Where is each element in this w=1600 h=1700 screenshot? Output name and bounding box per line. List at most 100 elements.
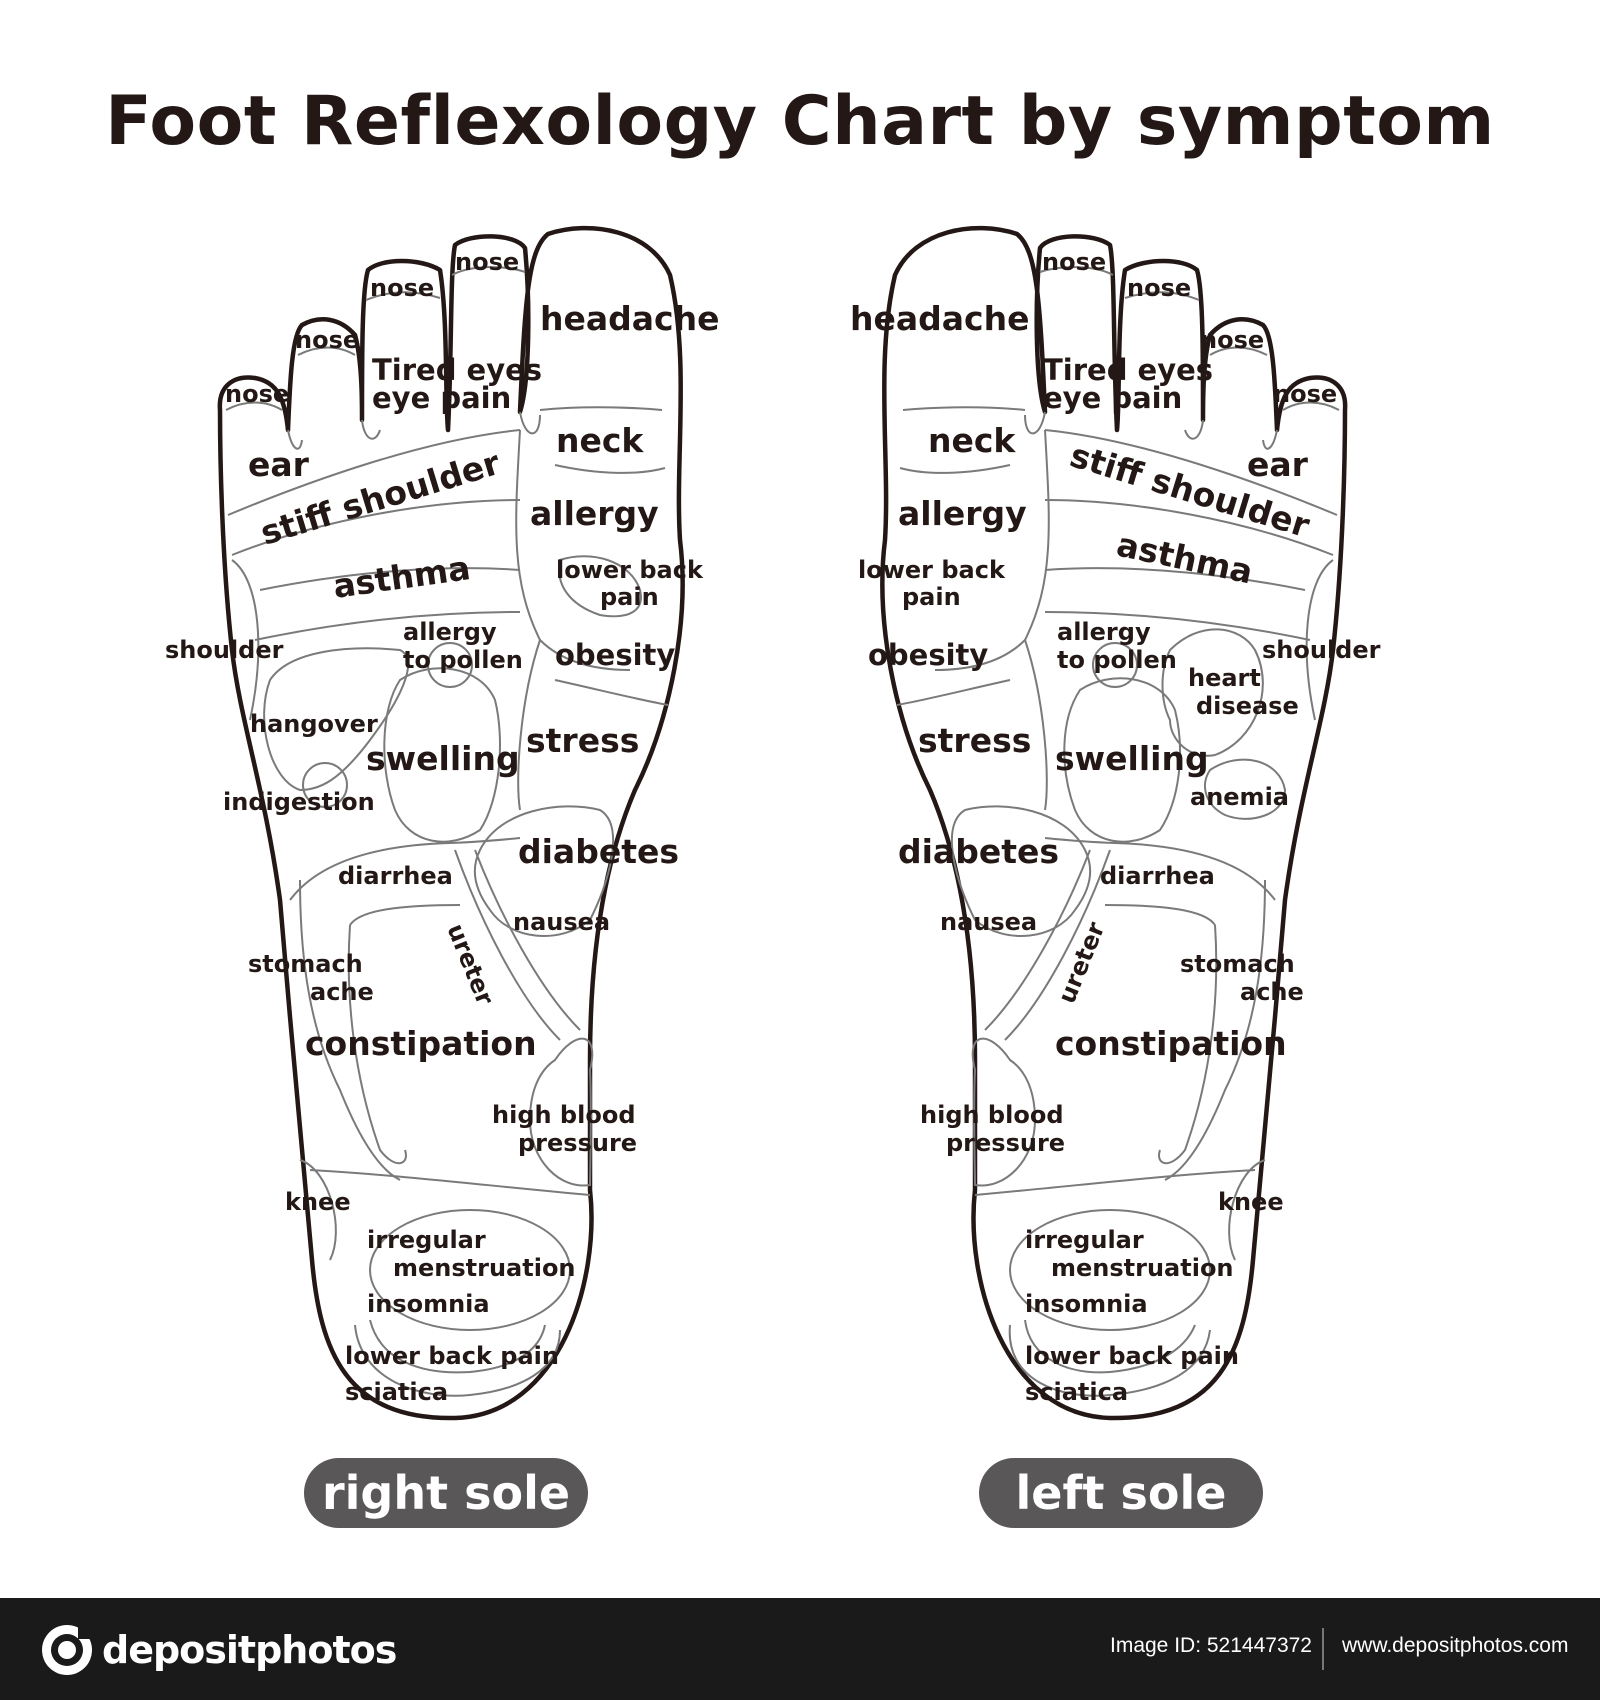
left-label-headache: headache (850, 299, 1029, 338)
left-label-heart-2: disease (1196, 692, 1299, 720)
right-label-pollen-1: allergy (403, 618, 497, 646)
right-label-headache: headache (540, 299, 719, 338)
left-obesity-line-2 (896, 679, 1011, 706)
right-colon-inner-2 (347, 924, 407, 1165)
right-label-diarrhea: diarrhea (338, 862, 453, 890)
left-label-nose-4: nose (1273, 380, 1337, 408)
left-label-allergy: allergy (898, 494, 1027, 533)
right-menstruation-zone (369, 1209, 571, 1331)
left-colon-upper (1164, 879, 1266, 1181)
right-toe-gap-1 (287, 429, 303, 450)
left-toe-gap-2 (1184, 419, 1204, 440)
right-label-indigestion: indigestion (223, 788, 375, 816)
right-toe-gap-3 (519, 411, 541, 435)
right-toe-line-1 (225, 401, 283, 411)
right-label-sciatica: sciatica (345, 1378, 448, 1406)
left-label-heart-1: heart (1188, 664, 1261, 692)
left-anemia-zone (1204, 758, 1287, 820)
left-label-nose-1: nose (1042, 248, 1106, 276)
image-id: Image ID: 521447372 (1110, 1634, 1312, 1657)
right-sole: nose nose nose nose headache Tired eyes … (165, 225, 719, 1421)
left-heart-zone (1161, 628, 1264, 757)
right-colon-inner (349, 904, 461, 926)
right-label-stomach-1: stomach (248, 950, 363, 978)
left-label-eye-pain: eye pain (1043, 381, 1182, 415)
right-diabetes-zone (473, 805, 614, 937)
left-label-knee: knee (1218, 1188, 1284, 1216)
right-hbp-zone (528, 1037, 594, 1187)
left-toe-line-3 (1124, 291, 1200, 301)
right-label-hbp-1: high blood (492, 1101, 636, 1129)
site-url[interactable]: www.depositphotos.com (1342, 1634, 1569, 1657)
right-sciatica-zone (354, 1324, 561, 1397)
right-label-hbp-2: pressure (518, 1129, 637, 1157)
left-toe-gap-1 (1262, 429, 1278, 450)
left-label-lower-back-2: pain (902, 583, 961, 611)
right-indigestion-zone (302, 762, 348, 808)
right-label-swelling: swelling (366, 739, 520, 778)
left-pollen-zone (1092, 642, 1138, 688)
right-label-pollen-2: to pollen (403, 646, 523, 674)
right-label-lower-back-1: lower back (556, 556, 704, 584)
right-toe-line-2 (297, 346, 356, 356)
left-label-lower-back-pain: lower back pain (1025, 1342, 1239, 1370)
right-hangover-zone (263, 647, 410, 792)
right-toe-line-4 (451, 266, 526, 276)
left-label-hbp-1: high blood (920, 1101, 1064, 1129)
right-diarrhea-line (289, 837, 521, 901)
right-label-irregular-2: menstruation (393, 1254, 576, 1282)
left-sole: nose nose nose nose headache Tired eyes … (850, 225, 1381, 1421)
footer-divider (1322, 1628, 1324, 1670)
left-diabetes-zone (951, 805, 1092, 937)
left-neck-line-bottom (899, 464, 1011, 474)
right-label-nose-4: nose (455, 248, 519, 276)
left-label-constipation: constipation (1055, 1024, 1287, 1063)
left-diarrhea-line (1044, 837, 1276, 901)
left-label-irregular-1: irregular (1025, 1226, 1144, 1254)
left-foot-outline (880, 225, 1348, 1421)
right-asthma-line-2 (254, 611, 521, 641)
left-shoulder-line-1 (1044, 429, 1338, 516)
left-menstruation-zone (1009, 1209, 1211, 1331)
left-obesity-line (1024, 639, 1048, 811)
left-label-hbp-2: pressure (946, 1129, 1065, 1157)
right-label-shoulder: shoulder (165, 636, 284, 664)
left-shoulder-zone (1305, 559, 1334, 721)
right-asthma-line (259, 567, 521, 591)
left-label-shoulder: shoulder (1262, 636, 1381, 664)
left-label-irregular-2: menstruation (1051, 1254, 1234, 1282)
left-colon-inner-2 (1158, 924, 1218, 1165)
right-label-ear: ear (248, 445, 310, 484)
left-label-swelling: swelling (1055, 739, 1209, 778)
right-toe-line-3 (365, 291, 441, 301)
left-toe-gap-3 (1024, 411, 1046, 435)
left-label-diarrhea: diarrhea (1100, 862, 1215, 890)
right-ureter-1 (454, 849, 561, 1041)
right-shoulder-zone (231, 559, 260, 721)
right-pollen-zone (427, 642, 473, 688)
depositphotos-logo[interactable]: depositphotos (40, 1622, 397, 1678)
right-label-eye-pain: eye pain (372, 381, 511, 415)
left-asthma-line-2 (1044, 611, 1311, 641)
left-label-tired-eyes: Tired eyes (1043, 353, 1213, 387)
left-swelling-zone (1063, 677, 1181, 843)
right-label-diabetes: diabetes (518, 832, 679, 871)
right-vertical-1 (515, 429, 631, 671)
right-shoulder-line-1 (227, 429, 521, 516)
left-label-pollen-2: to pollen (1057, 646, 1177, 674)
left-knee-zone (1228, 1159, 1266, 1261)
left-label-stress: stress (918, 721, 1031, 760)
right-label-stress: stress (526, 721, 639, 760)
left-vertical-1 (934, 429, 1050, 671)
left-sciatica-zone (1008, 1324, 1211, 1397)
right-foot-outline (217, 225, 685, 1421)
left-label-nose-3: nose (1200, 326, 1264, 354)
right-label-lower-back-pain: lower back pain (345, 1342, 559, 1370)
right-knee-zone (299, 1159, 337, 1261)
right-colon-upper (299, 879, 401, 1181)
left-toe-line-1 (1282, 401, 1340, 411)
right-label-nose-2: nose (295, 326, 359, 354)
left-label-pollen-1: allergy (1057, 618, 1151, 646)
right-swelling-zone (383, 667, 501, 843)
left-toe-line-4 (1039, 266, 1114, 276)
